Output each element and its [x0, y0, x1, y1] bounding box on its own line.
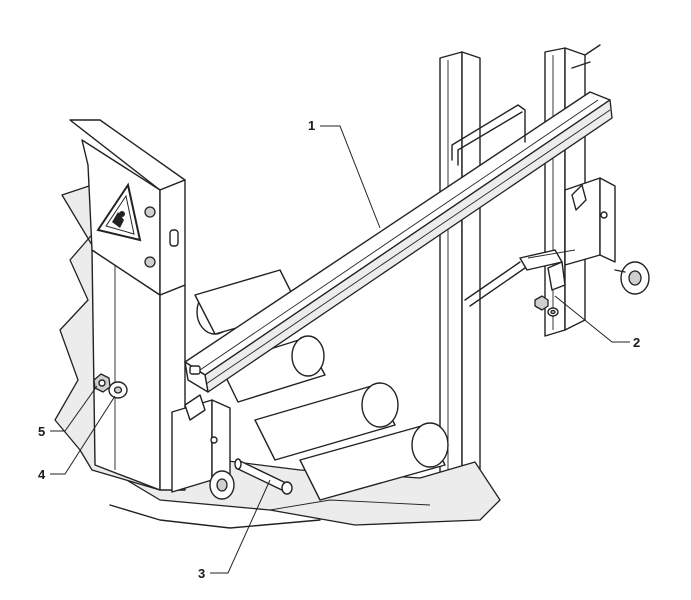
main-beam [184, 91, 613, 393]
right-wheel-bracket [564, 177, 650, 295]
beam-handle [451, 104, 526, 166]
leader-lines [50, 125, 630, 574]
callout-4: 4 [38, 467, 46, 482]
washer-4 [108, 381, 128, 399]
conveyor-rollers [194, 269, 449, 501]
warning-triangle-icon [96, 182, 142, 242]
left-column [54, 184, 186, 491]
pin [234, 458, 293, 495]
left-wheel-bracket [171, 394, 235, 500]
callout-3: 3 [198, 566, 205, 581]
clamp-arm [464, 249, 576, 307]
callout-5: 5 [38, 424, 45, 439]
callout-1: 1 [308, 118, 315, 133]
nut-and-washer-2 [534, 295, 559, 317]
callout-2: 2 [633, 335, 640, 350]
